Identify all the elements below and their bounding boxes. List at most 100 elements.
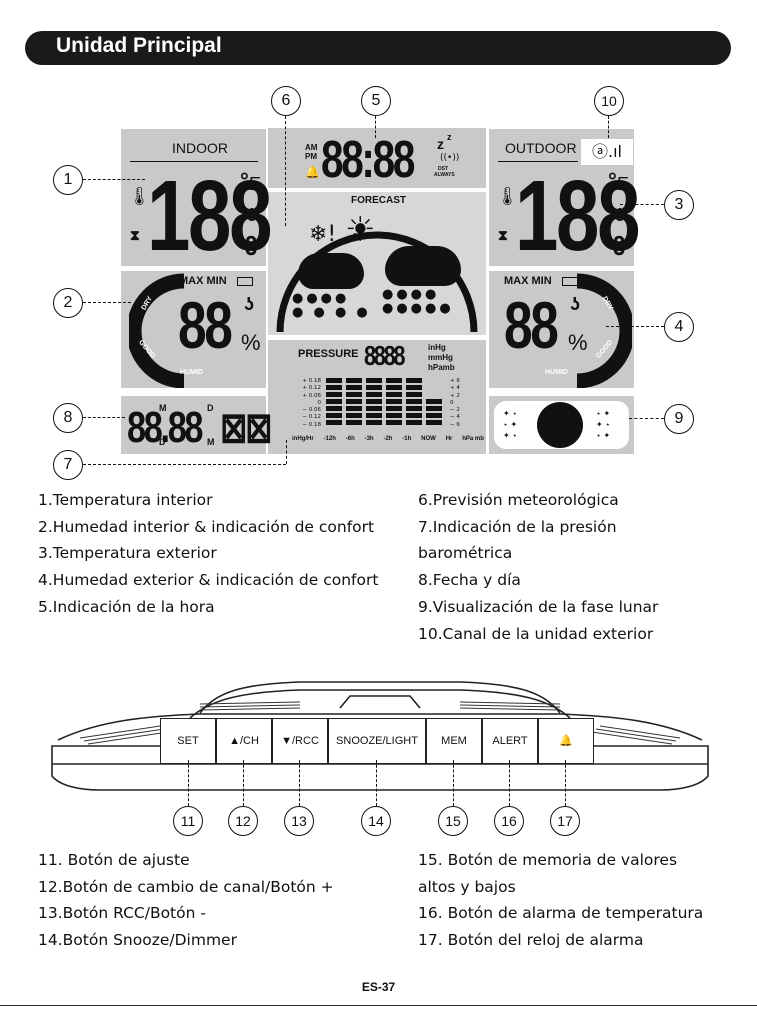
time-always: ALWAYS bbox=[434, 172, 455, 178]
pressure-unit-mmhg: mmHg bbox=[428, 353, 453, 362]
trend-max-min-icon: ⧗ bbox=[130, 228, 140, 244]
callout-17: 17 bbox=[550, 806, 580, 836]
callout-15-leader bbox=[453, 760, 454, 806]
rcc-down-button[interactable]: ▼/RCC bbox=[272, 718, 328, 764]
date-d-top: D bbox=[207, 403, 214, 413]
callout-1-leader bbox=[83, 179, 145, 180]
date-digits: 88.88 bbox=[127, 403, 204, 452]
callout-17-leader bbox=[565, 760, 566, 806]
alarm-bell-button[interactable]: 🔔 bbox=[538, 718, 594, 764]
callout-2: 2 bbox=[53, 288, 83, 318]
section-banner: Unidad Principal bbox=[25, 31, 731, 65]
time-am: AM bbox=[305, 143, 318, 152]
snooze-z-icon: z bbox=[437, 136, 444, 152]
time-dst: DST bbox=[438, 166, 448, 172]
callout-8: 8 bbox=[53, 403, 83, 433]
callout-5: 5 bbox=[361, 86, 391, 116]
outdoor-trend-max-min-icon: ⧗ bbox=[498, 228, 508, 244]
callout-14-leader bbox=[376, 760, 377, 806]
cloud-left-icon bbox=[298, 253, 364, 289]
outdoor-comfort-humid: HUMID bbox=[545, 369, 568, 376]
section-title: Unidad Principal bbox=[56, 34, 222, 57]
indoor-humidity-percent: % bbox=[241, 330, 261, 355]
outdoor-temp-decimal: 8 bbox=[613, 230, 625, 261]
indoor-battery-icon bbox=[237, 277, 253, 286]
indoor-humidity-digits: 88 bbox=[178, 288, 233, 362]
sun-icon: ☀ bbox=[345, 210, 376, 250]
callout-13: 13 bbox=[284, 806, 314, 836]
outdoor-humidity-digits: 88 bbox=[504, 288, 559, 362]
callout-14: 14 bbox=[361, 806, 391, 836]
callout-7: 7 bbox=[53, 450, 83, 480]
pressure-bar-graph bbox=[326, 378, 442, 425]
mem-button[interactable]: MEM bbox=[426, 718, 482, 764]
date-m-top: M bbox=[159, 403, 167, 413]
callout-11-leader bbox=[188, 760, 189, 806]
cloud-right-icon bbox=[385, 246, 461, 286]
date-d-bottom: D bbox=[159, 437, 166, 447]
outdoor-label: OUTDOOR bbox=[505, 140, 577, 156]
indoor-label: INDOOR bbox=[172, 140, 228, 156]
outdoor-trend-arrow: ʖ bbox=[615, 205, 626, 225]
rain-drops-left-icon: ●●●●● ● ● ● bbox=[292, 291, 371, 321]
indoor-comfort-arc bbox=[129, 273, 185, 388]
channel-signal-icon: ⓐ.ıl bbox=[581, 139, 633, 165]
indoor-temp-decimal: 8 bbox=[245, 230, 257, 261]
indoor-temp-digits: 188 bbox=[147, 160, 272, 272]
outdoor-label-underline bbox=[498, 161, 578, 162]
callout-3: 3 bbox=[664, 190, 694, 220]
outdoor-maxmin: MAX MIN bbox=[504, 275, 552, 287]
snowflake-icon: ❄! bbox=[309, 222, 337, 247]
callout-16-leader bbox=[509, 760, 510, 806]
pressure-right-scale: + 6 + 4 + 2 0 − 2 − 4 − 6 bbox=[450, 378, 460, 428]
callout-12: 12 bbox=[228, 806, 258, 836]
callout-7-leader bbox=[83, 464, 286, 465]
stars-left-icon: ✦ ⋆⋆ ✦✦ ⋆ bbox=[503, 409, 518, 440]
pressure-unit-inhg: inHg bbox=[428, 343, 446, 352]
callout-16: 16 bbox=[494, 806, 524, 836]
time-digits: 88:88 bbox=[321, 131, 415, 189]
button-legend-left: 11. Botón de ajuste 12.Botón de cambio d… bbox=[38, 851, 334, 950]
time-panel bbox=[268, 128, 486, 188]
callout-7-leader-vertical bbox=[286, 440, 287, 464]
indoor-humidity-trend: ʖ bbox=[244, 294, 255, 314]
callout-13-leader bbox=[299, 760, 300, 806]
thermometer-icon: 🌡 bbox=[128, 186, 151, 207]
button-legend-right: 15. Botón de memoria de valores altos y … bbox=[418, 851, 704, 950]
snooze-light-button[interactable]: SNOOZE/LIGHT bbox=[328, 718, 426, 764]
device-top-view-drawing bbox=[51, 681, 709, 791]
callout-2-leader bbox=[83, 302, 131, 303]
weekday-segments: ⊠⊠ bbox=[220, 404, 273, 451]
indoor-trend-arrow: ʖ bbox=[247, 205, 258, 225]
alert-button[interactable]: ALERT bbox=[482, 718, 538, 764]
set-button[interactable]: SET bbox=[160, 718, 216, 764]
outdoor-battery-icon bbox=[562, 277, 578, 286]
callout-10-leader bbox=[608, 116, 609, 138]
indoor-label-underline bbox=[130, 161, 258, 162]
snooze-z-small-icon: z bbox=[447, 132, 452, 142]
indoor-temp-unit: E bbox=[249, 174, 262, 194]
alarm-bell-icon: 🔔 bbox=[305, 165, 320, 179]
callout-10: 10 bbox=[594, 86, 624, 116]
forecast-arc bbox=[276, 231, 478, 333]
outdoor-comfort-arc bbox=[576, 273, 632, 388]
pressure-label: PRESSURE bbox=[298, 348, 359, 360]
callout-5-leader bbox=[375, 116, 376, 138]
callout-4-leader bbox=[606, 326, 664, 327]
stars-right-icon: ⋆ ✦✦ ⋆⋆ ✦ bbox=[596, 409, 611, 440]
callout-15: 15 bbox=[438, 806, 468, 836]
callout-3-leader bbox=[620, 204, 664, 205]
callout-8-leader bbox=[83, 417, 125, 418]
pressure-unit-hpamb: hPamb bbox=[428, 363, 455, 372]
outdoor-humidity-trend: ʖ bbox=[570, 294, 581, 314]
pressure-x-axis: inHg/Hr -12h -6h -3h -2h -1h NOW Hr hPa … bbox=[292, 436, 484, 442]
callout-9: 9 bbox=[664, 404, 694, 434]
outdoor-thermometer-icon: 🌡 bbox=[496, 186, 519, 207]
ch-up-button[interactable]: ▲/CH bbox=[216, 718, 272, 764]
pressure-digits: 8888 bbox=[364, 340, 406, 371]
callout-6: 6 bbox=[271, 86, 301, 116]
footer-rule bbox=[0, 1005, 757, 1006]
page-number: ES-37 bbox=[361, 980, 396, 994]
display-legend-right: 6.Previsión meteorológica 7.Indicación d… bbox=[418, 491, 659, 643]
outdoor-humidity-percent: % bbox=[568, 330, 588, 355]
